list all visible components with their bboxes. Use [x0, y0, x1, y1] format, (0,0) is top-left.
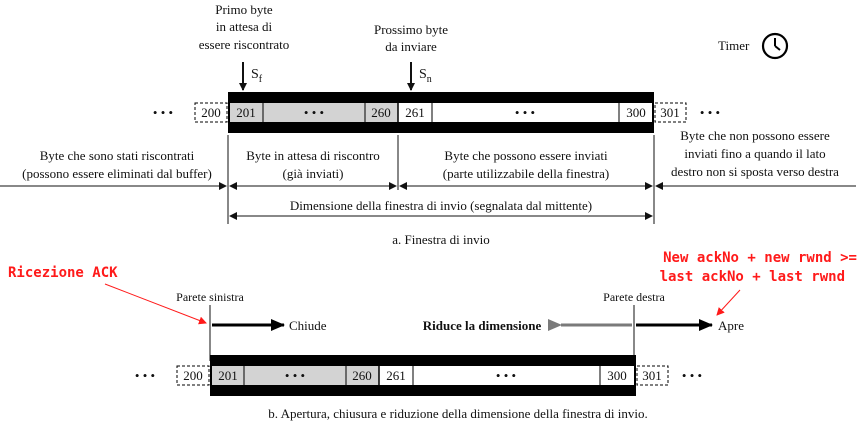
svg-text:Prossimo byte: Prossimo byte	[374, 22, 448, 37]
bottom-cell-300: 300	[607, 368, 627, 383]
svg-text:Byte in attesa di riscontro: Byte in attesa di riscontro	[246, 148, 380, 163]
first-unacked-label: Primo byte in attesa di essere riscontra…	[199, 2, 290, 52]
acked-bytes-label: Byte che sono stati riscontrati (possono…	[22, 148, 212, 181]
caption-b: b. Apertura, chiusura e riduzione della …	[268, 406, 647, 421]
cell-300: 300	[626, 105, 646, 120]
open-label: Apre	[718, 318, 744, 333]
left-ellipsis: • • •	[153, 105, 173, 120]
cell-ellipsis-waiting: • • •	[304, 105, 324, 120]
svg-text:Byte che sono stati riscontrat: Byte che sono stati riscontrati	[40, 148, 195, 163]
send-window-bar	[228, 92, 654, 133]
cell-261: 261	[405, 105, 425, 120]
svg-text:(già inviati): (già inviati)	[282, 166, 343, 181]
right-wall-label: Parete destra	[603, 290, 665, 304]
ack-reception-note: Ricezione ACK	[8, 265, 118, 281]
sn-label: Sn	[419, 67, 432, 85]
send-window-bar-bottom	[210, 355, 636, 396]
svg-text:da inviare: da inviare	[385, 39, 437, 54]
clock-icon	[761, 32, 789, 60]
window-size-label: Dimensione della finestra di invio (segn…	[290, 198, 592, 213]
timer-label: Timer	[718, 38, 750, 53]
waiting-bytes-label: Byte in attesa di riscontro (già inviati…	[246, 148, 380, 181]
sendable-bytes-area	[398, 103, 652, 122]
svg-text:inviati fino a quando il lato: inviati fino a quando il lato	[684, 146, 825, 161]
bottom-cell-ellipsis-waiting: • • •	[285, 368, 305, 383]
blocked-bytes-label: Byte che non possono essere inviati fino…	[671, 128, 839, 179]
bottom-cell-301: 301	[642, 368, 662, 383]
bottom-cell-ellipsis-sendable: • • •	[496, 368, 516, 383]
waiting-bytes-area	[230, 103, 398, 122]
bottom-right-ellipsis: • • •	[682, 368, 702, 383]
svg-text:in attesa di: in attesa di	[216, 19, 273, 34]
svg-text:Byte che non possono essere: Byte che non possono essere	[680, 128, 830, 143]
bottom-cell-200: 200	[183, 368, 203, 383]
caption-a: a. Finestra di invio	[392, 232, 490, 247]
sendable-bytes-label: Byte che possono essere inviati (parte u…	[443, 148, 609, 181]
svg-text:(possono essere eliminati dal: (possono essere eliminati dal buffer)	[22, 166, 212, 181]
bottom-left-ellipsis: • • •	[135, 368, 155, 383]
cell-201: 201	[236, 105, 256, 120]
cell-200: 200	[201, 105, 221, 120]
bottom-cell-201: 201	[218, 368, 238, 383]
sf-label: Sf	[251, 67, 263, 85]
cell-ellipsis-sendable: • • •	[515, 105, 535, 120]
svg-text:destro non si sposta verso des: destro non si sposta verso destra	[671, 164, 839, 179]
right-ellipsis: • • •	[700, 105, 720, 120]
window-condition-note: New ackNo + new rwnd >= last ackNo + las…	[660, 250, 857, 285]
cell-260: 260	[371, 105, 391, 120]
cell-200-box	[194, 102, 228, 123]
bottom-cell-200-box	[176, 365, 210, 386]
svg-text:New ackNo + new rwnd >=: New ackNo + new rwnd >=	[663, 250, 857, 266]
left-wall-label: Parete sinistra	[176, 290, 244, 304]
svg-text:essere riscontrato: essere riscontrato	[199, 37, 290, 52]
cell-301-box	[654, 102, 687, 123]
cell-301: 301	[660, 105, 680, 120]
bottom-cell-301-box	[636, 365, 669, 386]
svg-text:(parte utilizzabile della fine: (parte utilizzabile della finestra)	[443, 166, 609, 181]
close-label: Chiude	[289, 318, 327, 333]
shrink-label: Riduce la dimensione	[423, 318, 542, 333]
next-to-send-label: Prossimo byte da inviare	[374, 22, 448, 54]
svg-text:last ackNo + last rwnd: last ackNo + last rwnd	[660, 269, 845, 285]
bottom-cell-261: 261	[386, 368, 406, 383]
condition-pointer	[716, 289, 741, 316]
bottom-cell-260: 260	[352, 368, 372, 383]
svg-text:Byte che possono essere inviat: Byte che possono essere inviati	[444, 148, 608, 163]
svg-text:Primo byte: Primo byte	[215, 2, 273, 17]
ack-reception-pointer	[104, 283, 207, 325]
